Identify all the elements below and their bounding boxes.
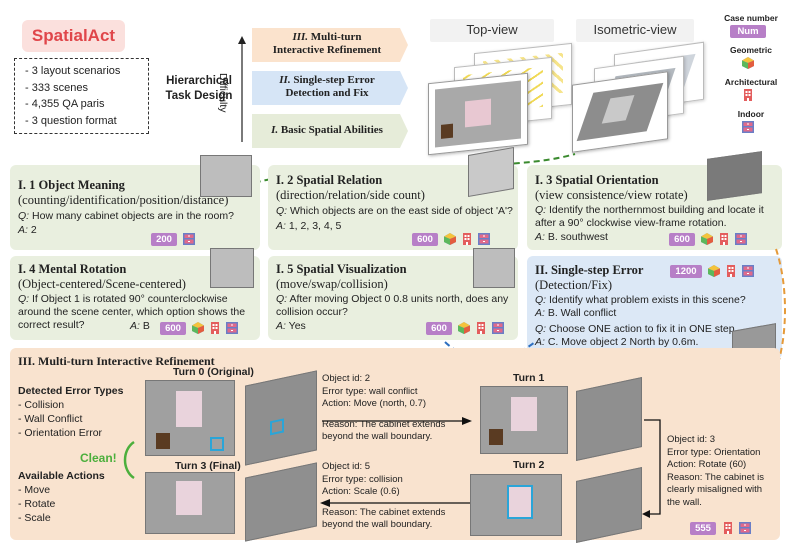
legend-geometric: Geometric [729, 45, 773, 55]
turn1-label: Turn 1 [513, 372, 545, 384]
legend-architectural: Architectural [724, 77, 778, 87]
turn2-top-view [470, 474, 562, 536]
scene-thumbnail [210, 248, 254, 288]
tier1-label: I. Basic Spatial Abilities [271, 124, 383, 136]
geometric-icon [443, 232, 457, 246]
available-actions: Available Actions - Move - Rotate - Scal… [18, 470, 105, 524]
step1-reasoning: Object id: 2 Error type: wall conflict A… [322, 373, 446, 442]
case-number-badge: 600 [160, 322, 186, 335]
stat-item: - 333 scenes [25, 81, 88, 94]
indoor-icon [182, 232, 196, 246]
step3-reasoning: Object id: 5 Error type: collision Actio… [322, 461, 446, 530]
geometric-icon [741, 56, 755, 70]
clean-label: Clean! [80, 451, 117, 465]
step1-arrow [322, 417, 472, 425]
turn1-iso-view [576, 376, 642, 462]
turn2-label: Turn 2 [513, 459, 545, 471]
stat-item: - 3 layout scenarios [25, 65, 121, 77]
card-object-meaning: I. 1 Object Meaning (counting/identifica… [10, 155, 260, 250]
indoor-icon [738, 521, 752, 535]
tier2-label: II. Single-step Error Detection and Fix [279, 74, 375, 99]
card-single-step-error: II. Single-step Error (Detection/Fix) Q:… [527, 256, 782, 361]
tier1-shape [252, 114, 408, 148]
architectural-icon [724, 264, 738, 278]
turn0-label: Turn 0 (Original) [173, 366, 254, 378]
geometric-icon [700, 232, 714, 246]
card-spatial-visualization: I. 5 Spatial Visualization (move/swap/co… [268, 248, 518, 340]
indoor-icon [734, 232, 748, 246]
turn3-iso-view [245, 462, 317, 542]
legend-num-badge: Num [730, 25, 766, 38]
turn1-top-view [480, 386, 568, 454]
scene-thumbnail [707, 151, 762, 201]
scene-thumbnail [468, 146, 514, 198]
step3-arrow [320, 499, 470, 507]
case-number-badge: 555 [690, 522, 716, 535]
card-spatial-relation: I. 2 Spatial Relation (direction/relatio… [268, 146, 518, 250]
turn2-iso-view [576, 466, 642, 544]
turn3-label: Turn 3 (Final) [175, 460, 241, 472]
multi-turn-panel: III. Multi-turn Interactive Refinement D… [10, 348, 780, 544]
scene-thumbnail [473, 248, 515, 288]
topview-label: Top-view [430, 19, 554, 42]
stat-item: - 4,355 QA paris [25, 98, 105, 110]
tier3-label: III. Multi-turn Interactive Refinement [272, 31, 382, 56]
architectural-icon [208, 321, 222, 335]
dashed-connector [244, 153, 576, 186]
card-mental-rotation: I. 4 Mental Rotation (Object-centered/Sc… [10, 248, 260, 340]
step2-arrow [642, 419, 661, 518]
architectural-icon [460, 232, 474, 246]
tier3-shape [252, 28, 408, 62]
indoor-icon [477, 232, 491, 246]
turn3-top-view [145, 472, 235, 534]
difficulty-label: Difficulty [217, 73, 229, 113]
case-number-badge: 1200 [670, 265, 702, 278]
indoor-icon [225, 321, 239, 335]
step2-reasoning: Object id: 3 Error type: Orientation Act… [667, 434, 764, 508]
architectural-icon [741, 88, 755, 102]
case-number-badge: 200 [151, 233, 177, 246]
isoview-stack [572, 41, 712, 156]
geometric-icon [707, 264, 721, 278]
stats-box: - 3 layout scenarios - 333 scenes - 4,35… [14, 58, 149, 134]
architectural-icon [721, 521, 735, 535]
tier2-shape [252, 71, 408, 105]
scene-thumbnail [200, 155, 252, 197]
indoor-icon [741, 264, 755, 278]
error-types: Detected Error Types - Collision - Wall … [18, 385, 124, 439]
turn0-iso-view [245, 370, 317, 466]
stat-item: - 3 question format [25, 114, 117, 127]
topview-stack [428, 42, 588, 158]
case-number-badge: 600 [426, 322, 452, 335]
legend-case-number: Case number [724, 13, 778, 23]
indoor-icon [741, 120, 755, 134]
logo: SpatialAct [31, 26, 116, 45]
case-number-badge: 600 [412, 233, 438, 246]
case-number-badge: 600 [669, 233, 695, 246]
hierarchical-label: Hierarchical Task Design [165, 75, 233, 102]
architectural-icon [717, 232, 731, 246]
logo-box [22, 20, 125, 52]
card-spatial-orientation: I. 3 Spatial Orientation (view consisten… [527, 151, 782, 250]
isoview-label: Isometric-view [576, 19, 694, 42]
geometric-icon [191, 321, 205, 335]
legend-indoor: Indoor [737, 109, 765, 119]
difficulty-arrow [238, 36, 246, 142]
turn0-top-view [145, 380, 235, 456]
clean-bracket [123, 440, 135, 480]
